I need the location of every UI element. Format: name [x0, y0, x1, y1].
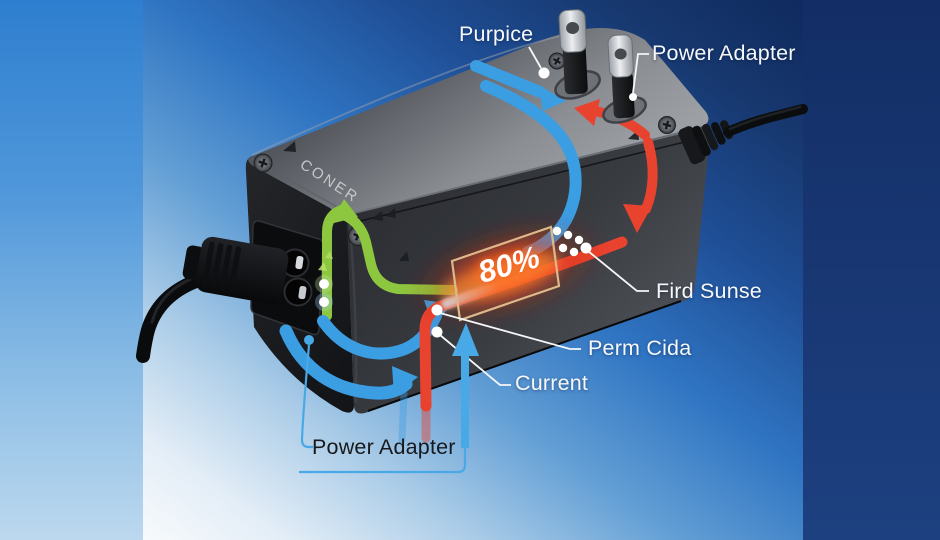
background-right-band — [803, 0, 940, 540]
plug-prong-right-icon — [602, 34, 647, 124]
callout-dot-purpice — [538, 67, 550, 79]
callout-bracket-power-adapter — [299, 323, 479, 474]
callout-arrow-up — [452, 323, 479, 356]
label-current: Current — [515, 371, 589, 395]
ac-plug — [182, 236, 289, 304]
label-fird-sunse: Fird Sunse — [656, 279, 762, 303]
callout-dots — [431, 67, 637, 338]
stripe-highlight — [441, 280, 505, 309]
callout-dot-current — [431, 326, 443, 338]
callout-dot-fird-sunse — [580, 242, 592, 254]
inlet-pin — [295, 255, 304, 270]
plug-prong-left-icon — [554, 9, 601, 100]
screw-icon — [658, 116, 676, 134]
callout-dot-power-adapter-bottom — [304, 335, 314, 345]
flow-arrow-blue-loop-outer — [279, 324, 418, 400]
seam-line — [351, 138, 698, 224]
leader-line-power-adapter-top — [632, 53, 649, 94]
label-purpice: Purpice — [459, 22, 534, 46]
flow-arrow-green — [322, 199, 458, 321]
label-power-adapter-top: Power Adapter — [652, 41, 796, 65]
dc-output-cord — [678, 104, 808, 165]
inlet-led-dots — [315, 251, 333, 311]
inlet-pin — [298, 285, 307, 300]
front-led-dots — [552, 226, 584, 257]
back-edge-highlight — [251, 35, 561, 156]
flow-arrow-red-down — [623, 137, 658, 233]
label-perm-cida: Perm Cida — [588, 336, 692, 360]
screw-icon — [253, 153, 273, 173]
leader-line-purpice — [528, 46, 542, 69]
efficiency-panel — [404, 215, 608, 329]
background-left-band — [0, 0, 143, 540]
callout-dot-power-adapter-top — [629, 93, 637, 101]
heat-glow-core — [440, 254, 560, 302]
molded-arrow-marks — [283, 130, 639, 261]
leader-line-fird-sunse — [587, 250, 649, 292]
leader-line-perm-cida — [439, 312, 581, 350]
front-top-edge — [349, 127, 702, 215]
callout-dot-perm-cida — [431, 304, 443, 316]
flow-arrow-blue-top — [470, 60, 566, 111]
screw-icon — [548, 52, 566, 70]
label-power-adapter-bottom: Power Adapter — [312, 435, 456, 459]
ac-input-cord — [136, 274, 203, 363]
panel-border — [450, 225, 561, 322]
bottom-edge — [367, 300, 682, 412]
